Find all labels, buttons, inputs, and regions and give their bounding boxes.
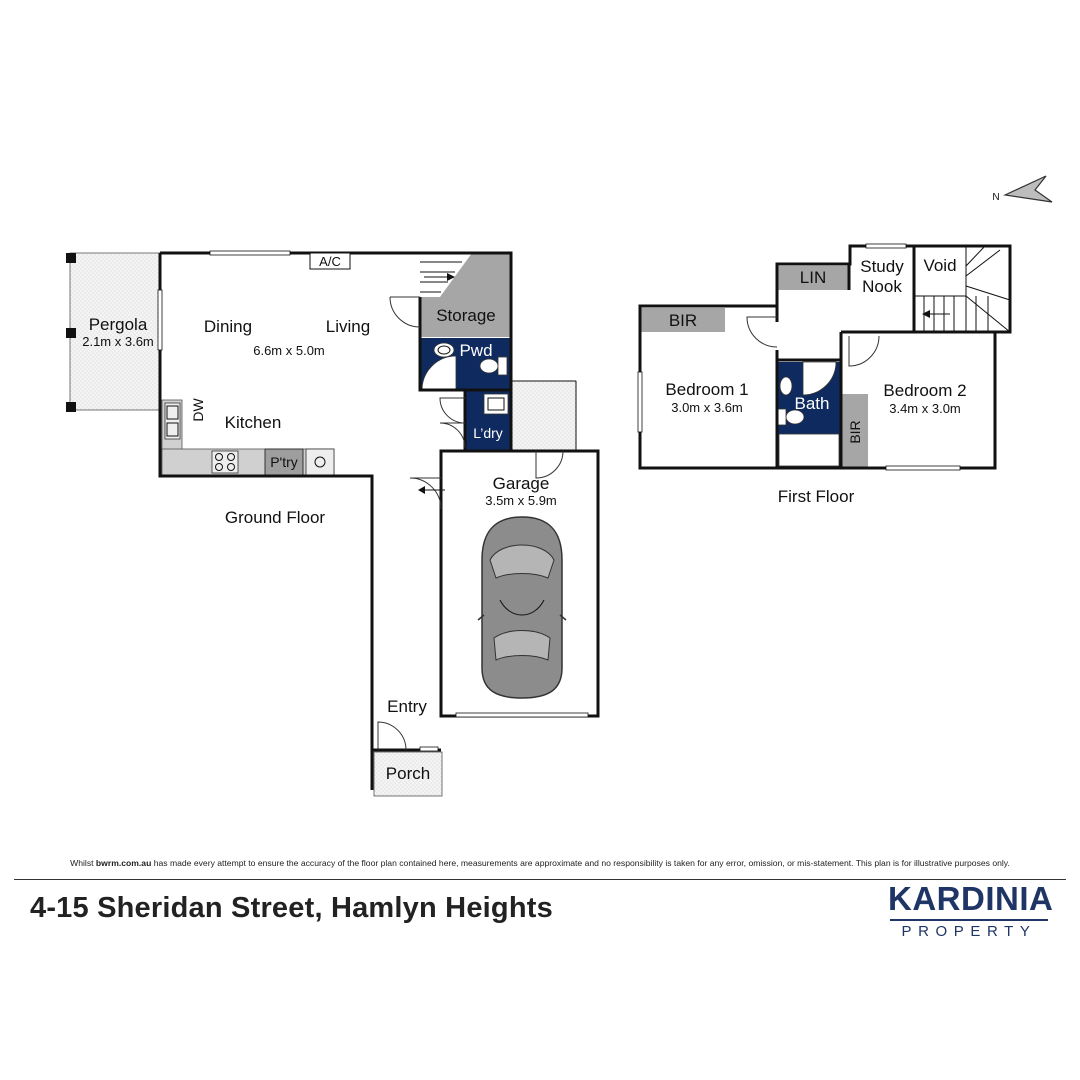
study-label-line2: Nook — [862, 277, 902, 296]
porch-area — [373, 751, 443, 797]
basin-icon — [433, 342, 455, 358]
disclaimer-text: has made every attempt to ensure the acc… — [153, 858, 1010, 868]
first-floor: LIN Study Nook Void BIR Bedroom 1 3.0m x… — [637, 243, 1012, 506]
kitchen-sink-icon — [164, 402, 181, 440]
pantry-label: P'try — [270, 454, 298, 470]
ac-label: A/C — [319, 254, 341, 269]
bath-toilet-icon — [777, 408, 805, 426]
windows — [157, 250, 589, 752]
ground-floor: Pergola 2.1m x 3.6m Dining Living 6.6m x… — [66, 250, 600, 797]
pwd-label: Pwd — [459, 341, 492, 360]
door-swings — [377, 296, 564, 751]
disclaimer-site: bwrm.com.au — [95, 858, 152, 868]
cooktop-icon — [211, 450, 239, 474]
ac-unit — [309, 252, 351, 270]
laundry-tub-icon — [483, 393, 509, 415]
property-address: 4-15 Sheridan Street, Hamlyn Heights — [30, 892, 553, 924]
dining-label: Dining — [204, 317, 252, 336]
living-dims: 6.6m x 5.0m — [253, 343, 325, 358]
stairs-icon — [420, 261, 462, 293]
pergola-area — [69, 252, 161, 411]
compass-letter: N — [992, 192, 999, 203]
lin-label: LIN — [800, 268, 826, 287]
storage-label: Storage — [436, 306, 496, 325]
kitchen-label: Kitchen — [225, 413, 282, 432]
pantry-box — [264, 448, 304, 477]
pergola-label: Pergola — [89, 315, 148, 334]
pergola-dims: 2.1m x 3.6m — [82, 334, 154, 349]
upper-windows — [637, 243, 961, 471]
bir1-cupboard — [641, 308, 725, 332]
bedroom1-dims: 3.0m x 3.6m — [671, 400, 743, 415]
appliance-icon — [305, 448, 335, 477]
linen-cupboard — [777, 266, 849, 290]
north-arrow-icon: N — [992, 175, 1053, 203]
bir1-label: BIR — [669, 311, 697, 330]
disclaimer-prefix: Whilst — [70, 858, 94, 868]
bedroom2-dims: 3.4m x 3.0m — [889, 401, 961, 416]
bath-basin-icon — [779, 376, 793, 396]
laundry-label: L’dry — [473, 425, 503, 441]
void-label: Void — [923, 256, 956, 275]
car-icon — [477, 516, 567, 699]
garage-label: Garage — [493, 474, 550, 493]
study-label-line1: Study — [860, 257, 904, 276]
porch-label: Porch — [386, 764, 430, 783]
bedroom2-label: Bedroom 2 — [883, 381, 966, 400]
logo-subtitle: PROPERTY — [901, 923, 1037, 940]
bir2-cupboard — [841, 394, 868, 468]
garage-dims: 3.5m x 5.9m — [485, 493, 557, 508]
logo-wordmark: KARDINIA — [888, 880, 1054, 917]
bir2-label: BIR — [847, 420, 863, 443]
living-label: Living — [326, 317, 370, 336]
upper-stairs-icon — [914, 245, 1011, 333]
ground-floor-label: Ground Floor — [225, 508, 325, 527]
bath-label: Bath — [795, 394, 830, 413]
bedroom1-label: Bedroom 1 — [665, 380, 748, 399]
disclaimer: Whilst bwrm.com.au has made every attemp… — [14, 858, 1066, 868]
dw-label: DW — [190, 398, 206, 422]
toilet-icon — [479, 356, 508, 376]
footer-divider — [14, 879, 1066, 880]
first-floor-label: First Floor — [778, 487, 855, 506]
upper-door-swings — [746, 316, 880, 367]
entry-label: Entry — [387, 697, 427, 716]
logo-rule — [890, 919, 1048, 921]
kardinia-logo: KARDINIA PROPERTY — [888, 880, 1054, 942]
courtyard-area — [509, 380, 577, 452]
